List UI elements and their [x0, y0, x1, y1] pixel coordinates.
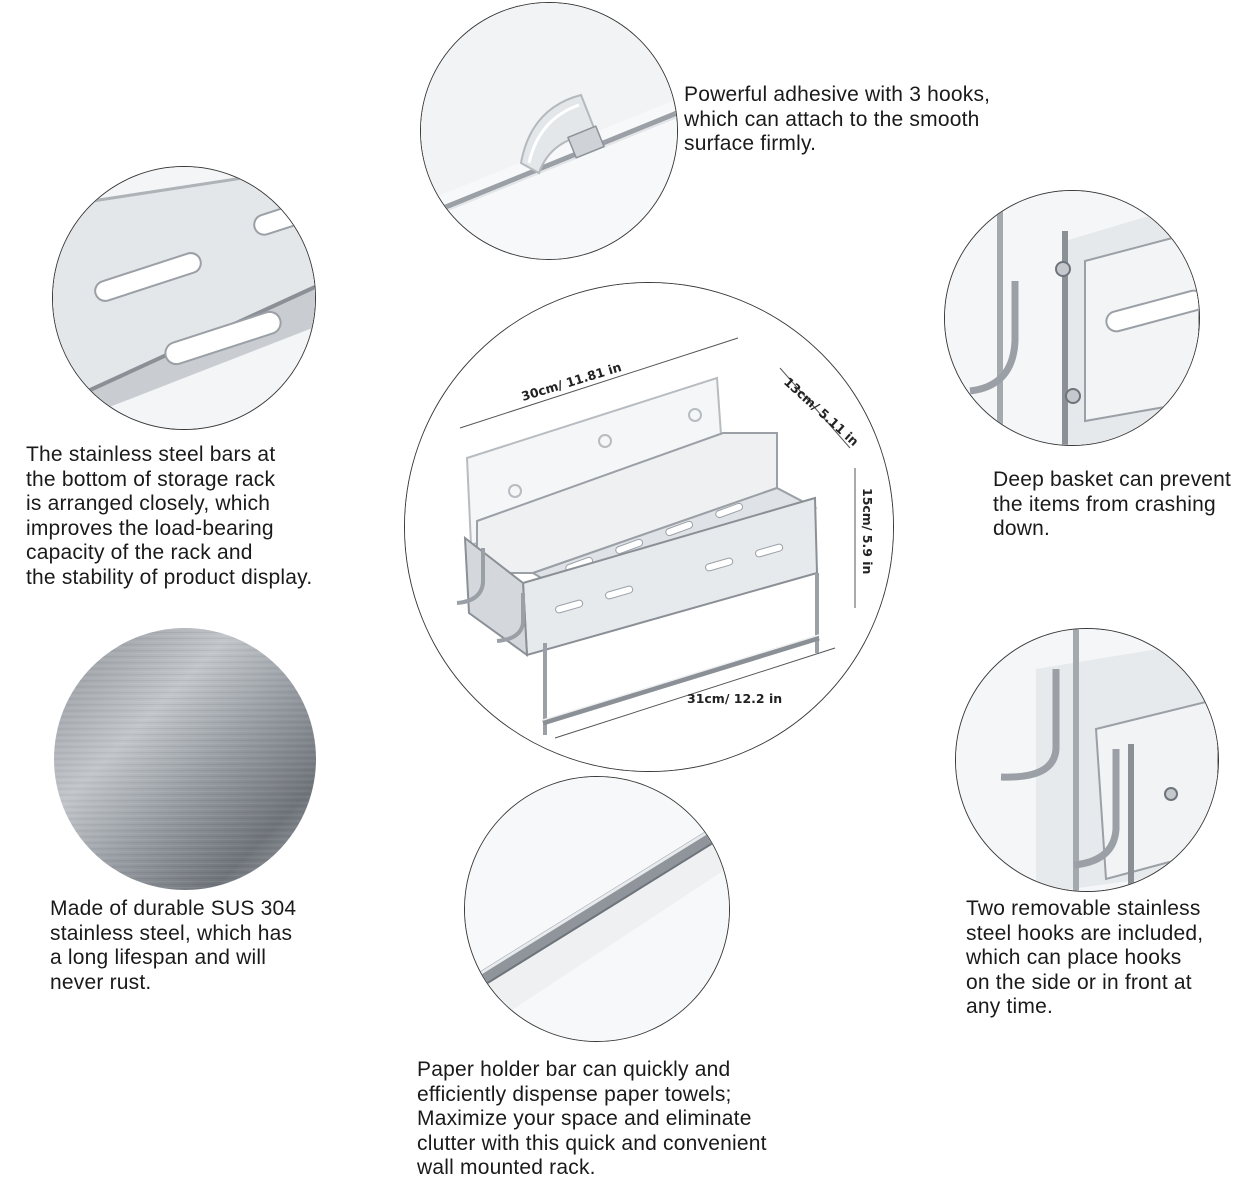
deep-basket-caption: Deep basket can prevent the items from c…: [993, 468, 1232, 540]
bottom-bars-caption: The stainless steel bars at the bottom o…: [26, 443, 313, 589]
bottom-bars-detail-image: [52, 166, 316, 430]
dimension-bottom-width: 31cm/ 12.2 in: [687, 691, 782, 706]
steel-texture-image: [54, 628, 316, 890]
dimension-height: 15cm/ 5.9 in: [860, 488, 875, 574]
paper-bar-caption: Paper holder bar can quickly and efficie…: [417, 1058, 767, 1179]
deep-basket-detail-image: [944, 190, 1200, 446]
hooks-caption: Two removable stainless steel hooks are …: [966, 897, 1204, 1018]
steel-caption: Made of durable SUS 304 stainless steel,…: [50, 897, 297, 994]
product-main-image: 30cm/ 11.81 in 13cm/ 5.11 in 15cm/ 5.9 i…: [404, 282, 894, 772]
paper-bar-detail-image: [464, 776, 730, 1042]
adhesive-detail-image: [420, 2, 678, 260]
hooks-detail-image: [955, 628, 1219, 892]
adhesive-caption: Powerful adhesive with 3 hooks, which ca…: [684, 83, 991, 155]
